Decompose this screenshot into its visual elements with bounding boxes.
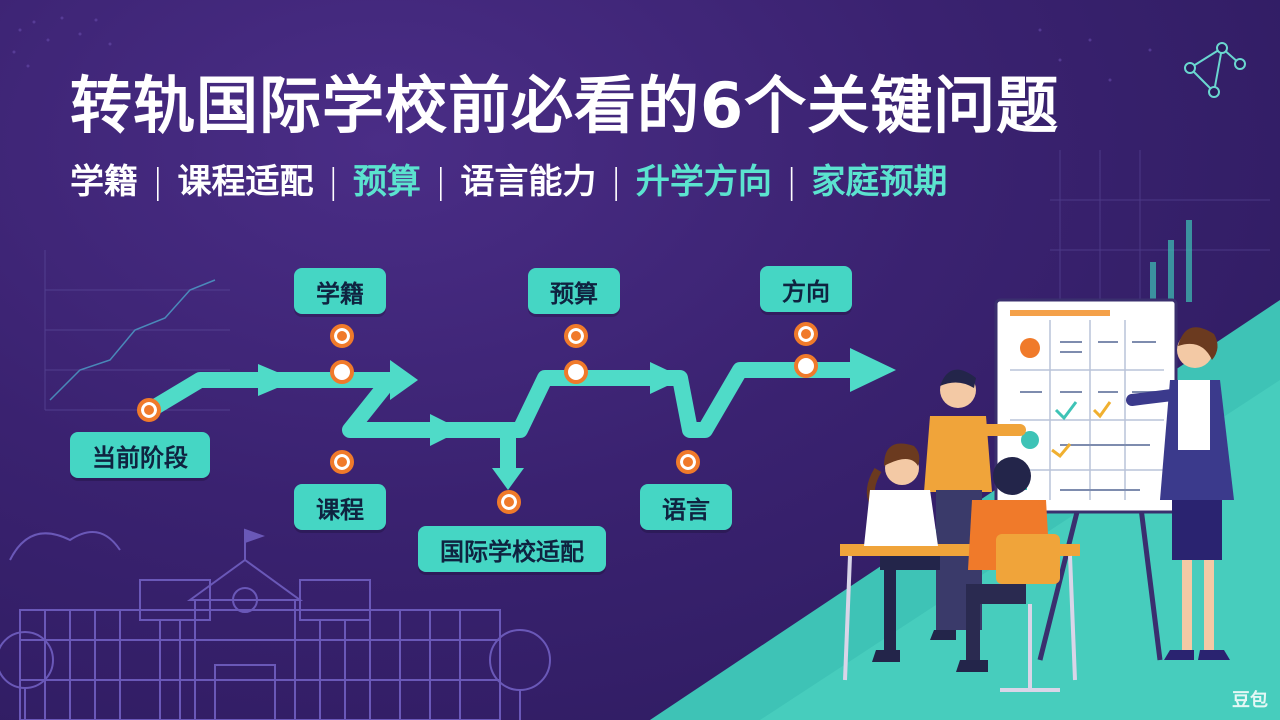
- school-building: [19, 528, 501, 720]
- whiteboard: [994, 298, 1178, 661]
- node-fangxiang-path: [794, 354, 818, 378]
- label-school-fit: 国际学校适配: [418, 526, 606, 572]
- sketch-grid: [1050, 150, 1270, 300]
- dot-texture: [12, 16, 1152, 82]
- topic-item: 升学方向: [635, 162, 772, 202]
- topic-separator: |: [152, 162, 164, 202]
- node-yuyan: [676, 450, 700, 474]
- topic-list: 学籍 | 课程适配 | 预算 | 语言能力 | 升学方向 | 家庭预期: [70, 160, 947, 204]
- topic-item: 语言能力: [460, 162, 597, 202]
- main-title: 转轨国际学校前必看的6个关键问题: [70, 69, 1060, 142]
- window-grid: [44, 610, 461, 720]
- topic-item: 学籍: [70, 162, 138, 202]
- label-yuyan: 语言: [640, 484, 732, 530]
- topic-item: 家庭预期: [811, 162, 948, 202]
- node-fit: [497, 490, 521, 514]
- arrow-heads: [258, 348, 896, 490]
- teacher-figure: [1126, 327, 1234, 660]
- tree-outline: [0, 531, 551, 720]
- topic-separator: |: [434, 162, 447, 202]
- student-seated-girl: [864, 443, 940, 662]
- label-yusuan: 预算: [528, 268, 620, 314]
- node-kecheng: [330, 450, 354, 474]
- label-xueji: 学籍: [294, 268, 386, 314]
- topic-item: 课程适配: [177, 162, 314, 202]
- student-seated-boy: [956, 457, 1060, 692]
- node-xueji-path: [330, 360, 354, 384]
- node-fangxiang: [794, 322, 818, 346]
- label-current-stage: 当前阶段: [70, 432, 210, 478]
- node-start: [137, 398, 161, 422]
- topic-separator: |: [785, 162, 798, 202]
- label-kecheng: 课程: [294, 484, 386, 530]
- label-fangxiang: 方向: [760, 266, 852, 312]
- sketch-bars: [1150, 220, 1192, 302]
- node-yusuan: [564, 324, 588, 348]
- topic-separator: |: [327, 162, 339, 202]
- topic-separator: |: [610, 162, 622, 202]
- node-xueji: [330, 324, 354, 348]
- topic-item: 预算: [352, 162, 421, 202]
- watermark: 豆包: [1232, 690, 1268, 711]
- node-yusuan-path: [564, 360, 588, 384]
- network-icon: [1184, 42, 1246, 98]
